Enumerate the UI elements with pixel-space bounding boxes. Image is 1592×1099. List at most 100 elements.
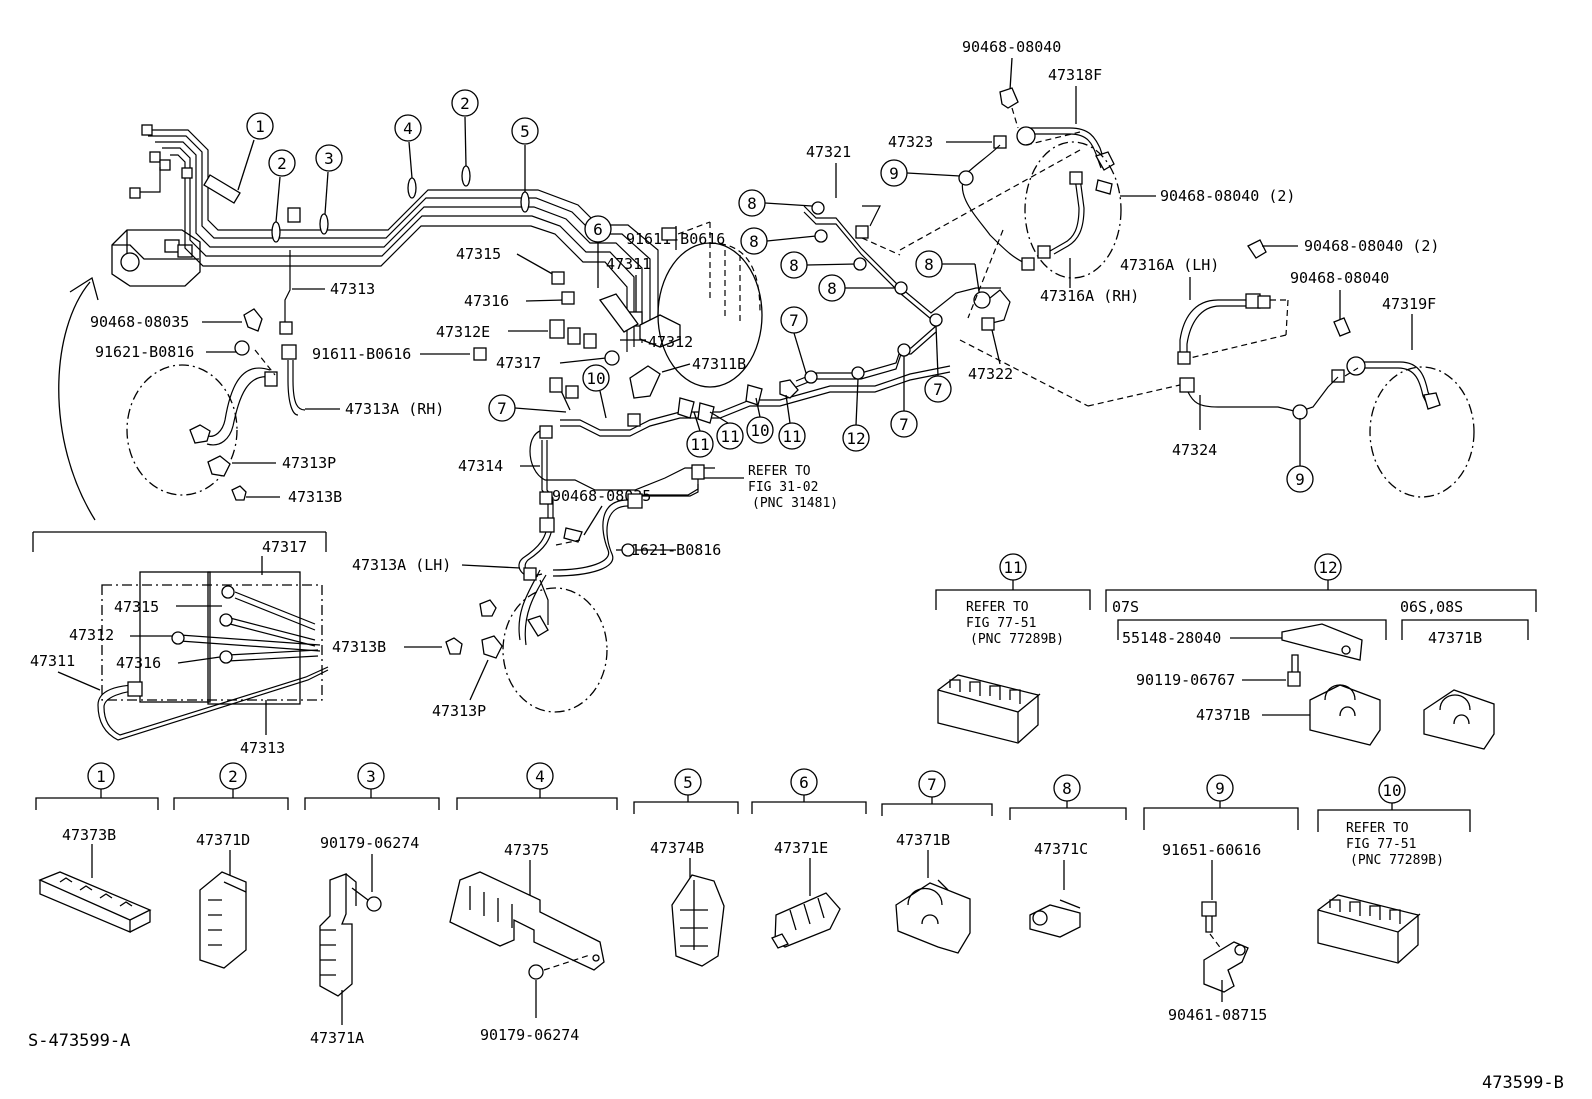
legend-3-part-2: 47371A xyxy=(310,1029,364,1047)
callout-12a: 12 xyxy=(846,429,865,448)
main-tube-bundle xyxy=(129,124,659,352)
svg-text:6: 6 xyxy=(799,773,809,792)
svg-text:3: 3 xyxy=(366,767,376,786)
footer-right-code: 473599-B xyxy=(1482,1073,1564,1093)
box12-part-2: 90119-06767 xyxy=(1136,671,1235,689)
label-47318F: 47318F xyxy=(1048,66,1102,84)
callout-9a: 9 xyxy=(889,164,899,183)
box12-part-3: 47371B xyxy=(1196,706,1250,724)
callout-10b: 10 xyxy=(750,421,769,440)
label-47324: 47324 xyxy=(1172,441,1217,459)
label-47322: 47322 xyxy=(968,365,1013,383)
svg-text:8: 8 xyxy=(1062,779,1072,798)
label-47311B: 47311B xyxy=(692,355,746,373)
legend-item-6: 6 47371E xyxy=(751,768,867,949)
rear-right-hose-area: 90468-08040 47318F 47323 9 90468-08040 (… xyxy=(880,38,1295,305)
detail-label-47316: 47316 xyxy=(116,654,161,672)
callout-8c: 8 xyxy=(789,256,799,275)
label-47313B-b: 47313B xyxy=(332,638,386,656)
label-fig-31-02: FIG 31-02 xyxy=(748,480,818,495)
label-refer-to-31: REFER TO xyxy=(748,464,811,479)
rear-left-hose-area: 90468-08040 (2) 47316A (LH) 90468-08040 … xyxy=(1120,237,1475,498)
label-47316A-RH: 47316A (RH) xyxy=(1040,287,1139,305)
callout-7a: 7 xyxy=(497,399,507,418)
label-47312: 47312 xyxy=(648,333,693,351)
master-cylinder-area: 47315 47316 47312E 91611-B0616 47317 916… xyxy=(312,221,763,399)
legend-item-7: 7 47371B xyxy=(881,770,993,954)
legend-row: 1 47373B 2 47371D 3 90179-06274 xyxy=(35,762,1471,1047)
legend-7-part: 47371B xyxy=(896,831,950,849)
legend-6-part: 47371E xyxy=(774,839,828,857)
front-left-hose-area: 10 7 11 11 10 11 47314 90468-08035 xyxy=(332,364,951,720)
box12-variant-2: 06S,08S xyxy=(1400,598,1463,616)
label-47313A-LH: 47313A (LH) xyxy=(352,556,451,574)
legend-5-part: 47374B xyxy=(650,839,704,857)
legend-item-8: 8 47371C xyxy=(1009,774,1127,938)
label-47313P-b: 47313P xyxy=(432,702,486,720)
label-90468-08040-a: 90468-08040 xyxy=(962,38,1061,56)
legend-item-10: 10 REFER TO FIG 77-51 (PNC 77289B) xyxy=(1317,776,1471,964)
callout-8e: 8 xyxy=(924,255,934,274)
svg-text:4: 4 xyxy=(535,767,545,786)
legend-9-part-2: 90461-08715 xyxy=(1168,1006,1267,1024)
label-47314: 47314 xyxy=(458,457,503,475)
legend-8-part: 47371C xyxy=(1034,840,1088,858)
label-47321: 47321 xyxy=(806,143,851,161)
detail-label-47312: 47312 xyxy=(69,626,114,644)
svg-text:7: 7 xyxy=(927,775,937,794)
rear-tube-routing: 47321 8 8 8 8 8 7 xyxy=(738,143,1181,452)
legend-4-part-1: 47375 xyxy=(504,841,549,859)
detail-label-47313: 47313 xyxy=(240,739,285,757)
label-47313B-a: 47313B xyxy=(288,488,342,506)
callout-11c: 11 xyxy=(782,427,801,446)
label-47312E: 47312E xyxy=(436,323,490,341)
label-47316: 47316 xyxy=(464,292,509,310)
label-90468-08035-a: 90468-08035 xyxy=(90,313,189,331)
legend-item-2: 2 47371D xyxy=(173,762,289,969)
legend-4-part-2: 90179-06274 xyxy=(480,1026,579,1044)
detail-label-47315: 47315 xyxy=(114,598,159,616)
box11-fig: FIG 77-51 xyxy=(966,616,1036,631)
legend-10-pnc: (PNC 77289B) xyxy=(1350,853,1444,868)
legend-item-4: 4 47375 90179-06274 xyxy=(449,762,618,1044)
callout-3a: 3 xyxy=(324,149,334,168)
label-pnc-31481: (PNC 31481) xyxy=(752,496,838,511)
label-91611-B0616-b: 91611-B0616 xyxy=(312,345,411,363)
legend-item-9: 9 91651-60616 90461-08715 xyxy=(1143,774,1299,1024)
callout-7b: 7 xyxy=(789,311,799,330)
callout-box-12: 12 07S 06S,08S 55148-28040 90119-06767 4… xyxy=(1105,553,1537,750)
box11-number: 11 xyxy=(1003,558,1022,577)
svg-text:5: 5 xyxy=(683,773,693,792)
callout-8d: 8 xyxy=(827,279,837,298)
callout-group-top: 1 2 3 4 2 5 6 xyxy=(237,89,612,288)
callout-5a: 5 xyxy=(520,122,530,141)
label-90468-08040-2b: 90468-08040 (2) xyxy=(1304,237,1439,255)
box11-refer: REFER TO xyxy=(966,600,1029,615)
label-47319F: 47319F xyxy=(1382,295,1436,313)
label-47317: 47317 xyxy=(496,354,541,372)
label-91621-B0816-a: 91621-B0816 xyxy=(95,343,194,361)
callout-7d: 7 xyxy=(933,380,943,399)
callout-4a: 4 xyxy=(403,119,413,138)
label-47313P-a: 47313P xyxy=(282,454,336,472)
svg-text:2: 2 xyxy=(228,767,238,786)
svg-text:9: 9 xyxy=(1215,779,1225,798)
legend-1-part: 47373B xyxy=(62,826,116,844)
callout-11b: 11 xyxy=(720,427,739,446)
callout-8a: 8 xyxy=(747,194,757,213)
callout-1a: 1 xyxy=(255,117,265,136)
callout-8b: 8 xyxy=(749,232,759,251)
box12-variant-1: 07S xyxy=(1112,598,1139,616)
callout-2a: 2 xyxy=(277,154,287,173)
callout-10a: 10 xyxy=(586,369,605,388)
detail-label-47317: 47317 xyxy=(262,538,307,556)
legend-10-fig: FIG 77-51 xyxy=(1346,837,1416,852)
label-47315: 47315 xyxy=(456,245,501,263)
front-right-hose-area: 47313 90468-08035 91621-B0816 47313A (RH… xyxy=(90,250,444,506)
callout-11a: 11 xyxy=(690,435,709,454)
callout-6a: 6 xyxy=(593,220,603,239)
callout-box-11: 11 REFER TO FIG 77-51 (PNC 77289B) xyxy=(935,553,1091,744)
legend-item-1: 1 47373B xyxy=(35,762,159,933)
footer-left-code: S-473599-A xyxy=(28,1031,130,1051)
